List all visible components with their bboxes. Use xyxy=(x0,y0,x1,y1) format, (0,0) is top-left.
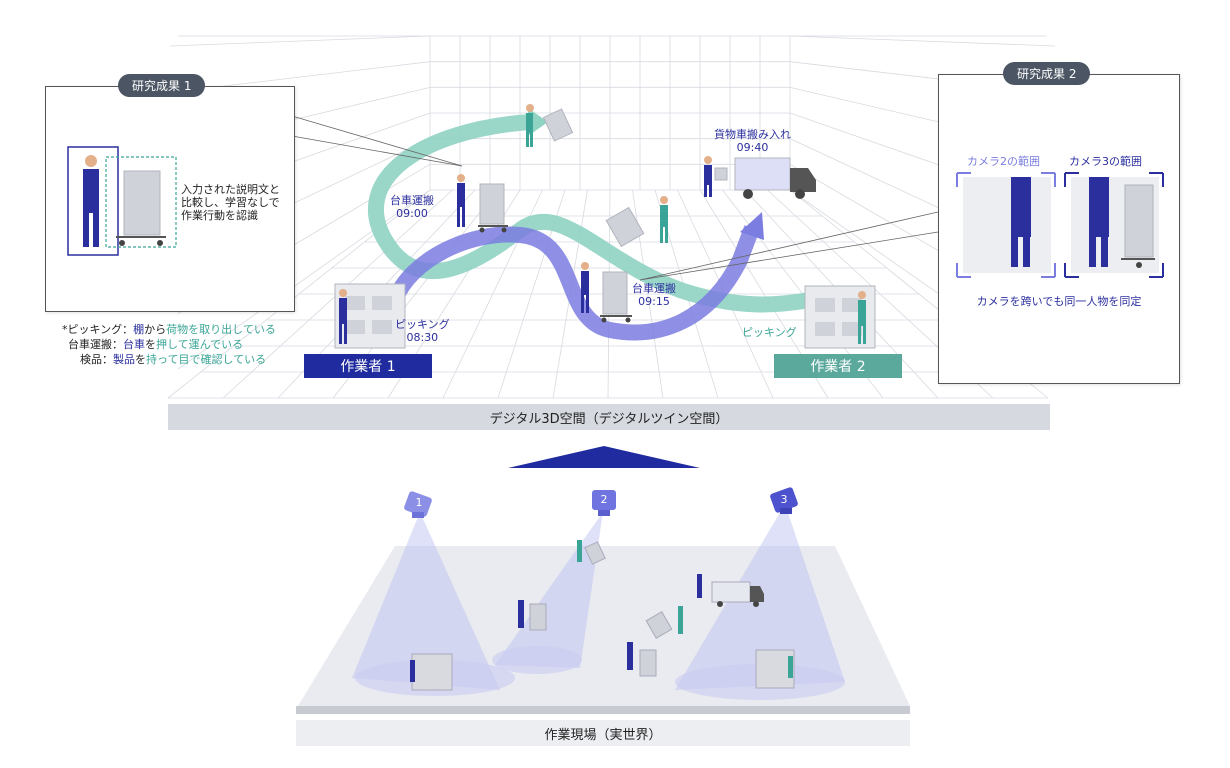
floor-edge xyxy=(296,706,910,714)
legend-line: *ピッキング：棚から荷物を取り出している xyxy=(62,322,276,337)
picking1-label: ピッキング 08:30 xyxy=(395,318,450,344)
legend-part: を xyxy=(145,338,156,351)
legend-line: 検品：製品を持って目で確認している xyxy=(62,352,276,367)
camera-cone-2 xyxy=(495,512,603,668)
callout-line-2 xyxy=(639,211,939,281)
camera-1-number: 1 xyxy=(415,496,423,509)
floor-shelf-icon xyxy=(755,649,795,689)
legend-term: 検品： xyxy=(80,353,113,366)
result2-caption: カメラを跨いでも同一人物を同定 xyxy=(976,295,1142,308)
cart1-name: 台車運搬 xyxy=(390,194,434,207)
upload-arrow xyxy=(508,446,700,468)
floor-truck-icon xyxy=(697,574,764,607)
worker-icon xyxy=(339,289,347,344)
cart-worker-icon xyxy=(457,174,508,233)
result1-desc-line: 比較し、学習なしで xyxy=(181,196,280,209)
truck-name: 貨物車搬み入れ xyxy=(714,128,791,141)
camera-icon xyxy=(770,487,798,514)
result1-desc-line: 入力された説明文と xyxy=(181,183,280,196)
legend-part: 持って目で確認している xyxy=(146,353,267,366)
legend-part: 棚 xyxy=(133,323,145,336)
cart-worker-icon xyxy=(581,262,632,323)
hand-truck-worker-icon xyxy=(526,104,574,147)
camera3-range-label: カメラ3の範囲 xyxy=(1069,155,1142,168)
cart1-time: 09:00 xyxy=(396,207,428,220)
callout-line-2b xyxy=(639,231,939,281)
cart2-name: 台車運搬 xyxy=(632,282,676,295)
research-result-1-card: 入力された説明文と 比較し、学習なしで 作業行動を認識 xyxy=(45,86,295,312)
worker-icon xyxy=(858,291,866,344)
cart2-time: 09:15 xyxy=(638,295,670,308)
picking1-name: ピッキング xyxy=(395,318,450,331)
picking1-time: 08:30 xyxy=(406,331,439,344)
floor-worker-icon xyxy=(627,642,657,677)
legend-line: 台車運搬：台車を押して運んでいる xyxy=(62,337,276,352)
camera-2-number: 2 xyxy=(600,493,608,506)
floor-worker-icon xyxy=(577,540,606,565)
camera-spot-2 xyxy=(492,646,582,674)
worker2-label: 作業者 2 xyxy=(774,354,902,378)
legend-term: *ピッキング： xyxy=(62,323,134,336)
truck-label: 貨物車搬み入れ 09:40 xyxy=(714,128,791,154)
worker-recognition-illustration xyxy=(67,146,177,256)
callout-line-1 xyxy=(291,115,463,167)
floor-worker-icon xyxy=(645,606,683,639)
camera2-range-label: カメラ2の範囲 xyxy=(967,155,1040,168)
result1-desc-line: 作業行動を認識 xyxy=(181,209,258,222)
hand-truck-worker-icon xyxy=(605,196,668,248)
floor-shelf-icon xyxy=(410,653,453,691)
cart2-label: 台車運搬 09:15 xyxy=(632,282,676,308)
truck-icon xyxy=(704,156,816,199)
worker1-label: 作業者 1 xyxy=(304,354,432,378)
legend-part: を xyxy=(135,353,146,366)
camera-3-number: 3 xyxy=(780,493,788,506)
result1-description: 入力された説明文と 比較し、学習なしで 作業行動を認識 xyxy=(181,183,280,222)
camera-icon xyxy=(404,491,432,518)
research-result-2-card: カメラ2の範囲 カメラ3の範囲 カメラを跨いでも同一人物を同定 xyxy=(938,74,1180,384)
result1-badge: 研究成果 1 xyxy=(118,74,206,97)
camera-cone-1 xyxy=(352,512,500,690)
worker1-path-arrow xyxy=(740,212,764,240)
legend-part: 押して運んでいる xyxy=(156,338,244,351)
picking2-label: ピッキング xyxy=(742,326,797,339)
activity-legend: *ピッキング：棚から荷物を取り出している台車運搬：台車を押して運んでいる検品：製… xyxy=(62,322,276,367)
camera-icon xyxy=(592,490,616,516)
result2-badge: 研究成果 2 xyxy=(1003,62,1091,85)
legend-part: から xyxy=(144,323,167,336)
camera-crops-illustration xyxy=(956,172,1164,278)
floor-worker-icon xyxy=(518,600,547,631)
legend-term: 台車運搬： xyxy=(68,338,123,351)
digital-space-band: デジタル3D空間（デジタルツイン空間） xyxy=(168,404,1050,430)
worker1-path xyxy=(387,225,760,341)
cart1-label: 台車運搬 09:00 xyxy=(390,194,434,220)
truck-time: 09:40 xyxy=(736,141,769,154)
legend-part: 台車 xyxy=(123,338,145,351)
callout-line-1b xyxy=(291,135,463,167)
real-world-band: 作業現場（実世界） xyxy=(296,720,910,746)
legend-part: 製品 xyxy=(113,353,135,366)
legend-part: 荷物を取り出している xyxy=(166,323,276,336)
